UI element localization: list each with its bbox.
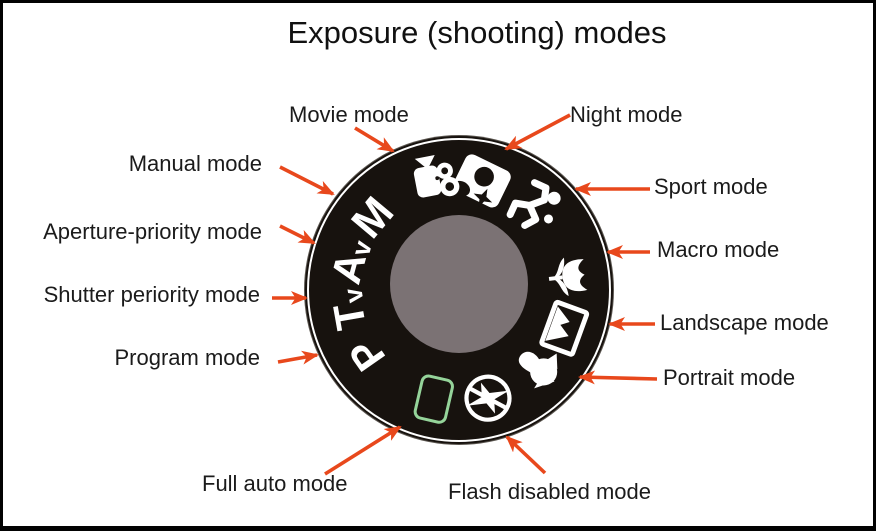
dial-center-hub xyxy=(390,215,528,353)
night-mode-label: Night mode xyxy=(570,102,683,127)
dial-mark-landscape xyxy=(522,286,607,371)
aperture-priority-mode-label: Aperture-priority mode xyxy=(43,219,262,244)
sport-runner-icon xyxy=(506,179,561,229)
macro-flower-icon xyxy=(548,257,588,297)
landscape-icon xyxy=(539,299,590,357)
dial-rim xyxy=(307,138,611,442)
full-auto-mode-label: Full auto mode xyxy=(202,471,348,496)
aperture-priority-mode-arrow xyxy=(279,224,316,245)
landscape-mode-label: Landscape mode xyxy=(660,310,829,335)
dial-mark-macro xyxy=(533,240,607,314)
flash-disabled-icon xyxy=(464,374,512,422)
macro-mode-label: Macro mode xyxy=(657,237,780,262)
sport-mode-label: Sport mode xyxy=(654,174,768,199)
program-mode-label: Program mode xyxy=(114,345,260,370)
dial-mark-portrait xyxy=(492,323,585,416)
night-mode-arrow xyxy=(504,113,571,151)
manual-mode-label: Manual mode xyxy=(128,151,262,176)
flash-disabled-mode-label: Flash disabled mode xyxy=(448,479,652,504)
movie-camera-icon xyxy=(413,155,460,198)
movie-mode-arrow xyxy=(354,126,395,153)
portrait-mode-label: Portrait mode xyxy=(663,365,796,390)
dial-mark-movie xyxy=(399,141,476,218)
movie-mode-label: Movie mode xyxy=(289,102,409,127)
full-auto-mode-arrow xyxy=(324,425,402,476)
flash-disabled-mode-arrow xyxy=(505,435,547,475)
dial-mark-sport xyxy=(489,161,582,254)
shutter-priority-mode-label: Shutter periority mode xyxy=(43,282,260,307)
portrait-head-icon xyxy=(518,351,558,389)
program-mode-arrow xyxy=(277,350,319,365)
portrait-mode-arrow xyxy=(578,370,658,385)
manual-mode-arrow xyxy=(279,165,335,196)
dial-mark-flash-disabled xyxy=(448,358,529,439)
program-letter: P xyxy=(339,329,395,380)
page-title: Exposure (shooting) modes xyxy=(287,15,667,50)
